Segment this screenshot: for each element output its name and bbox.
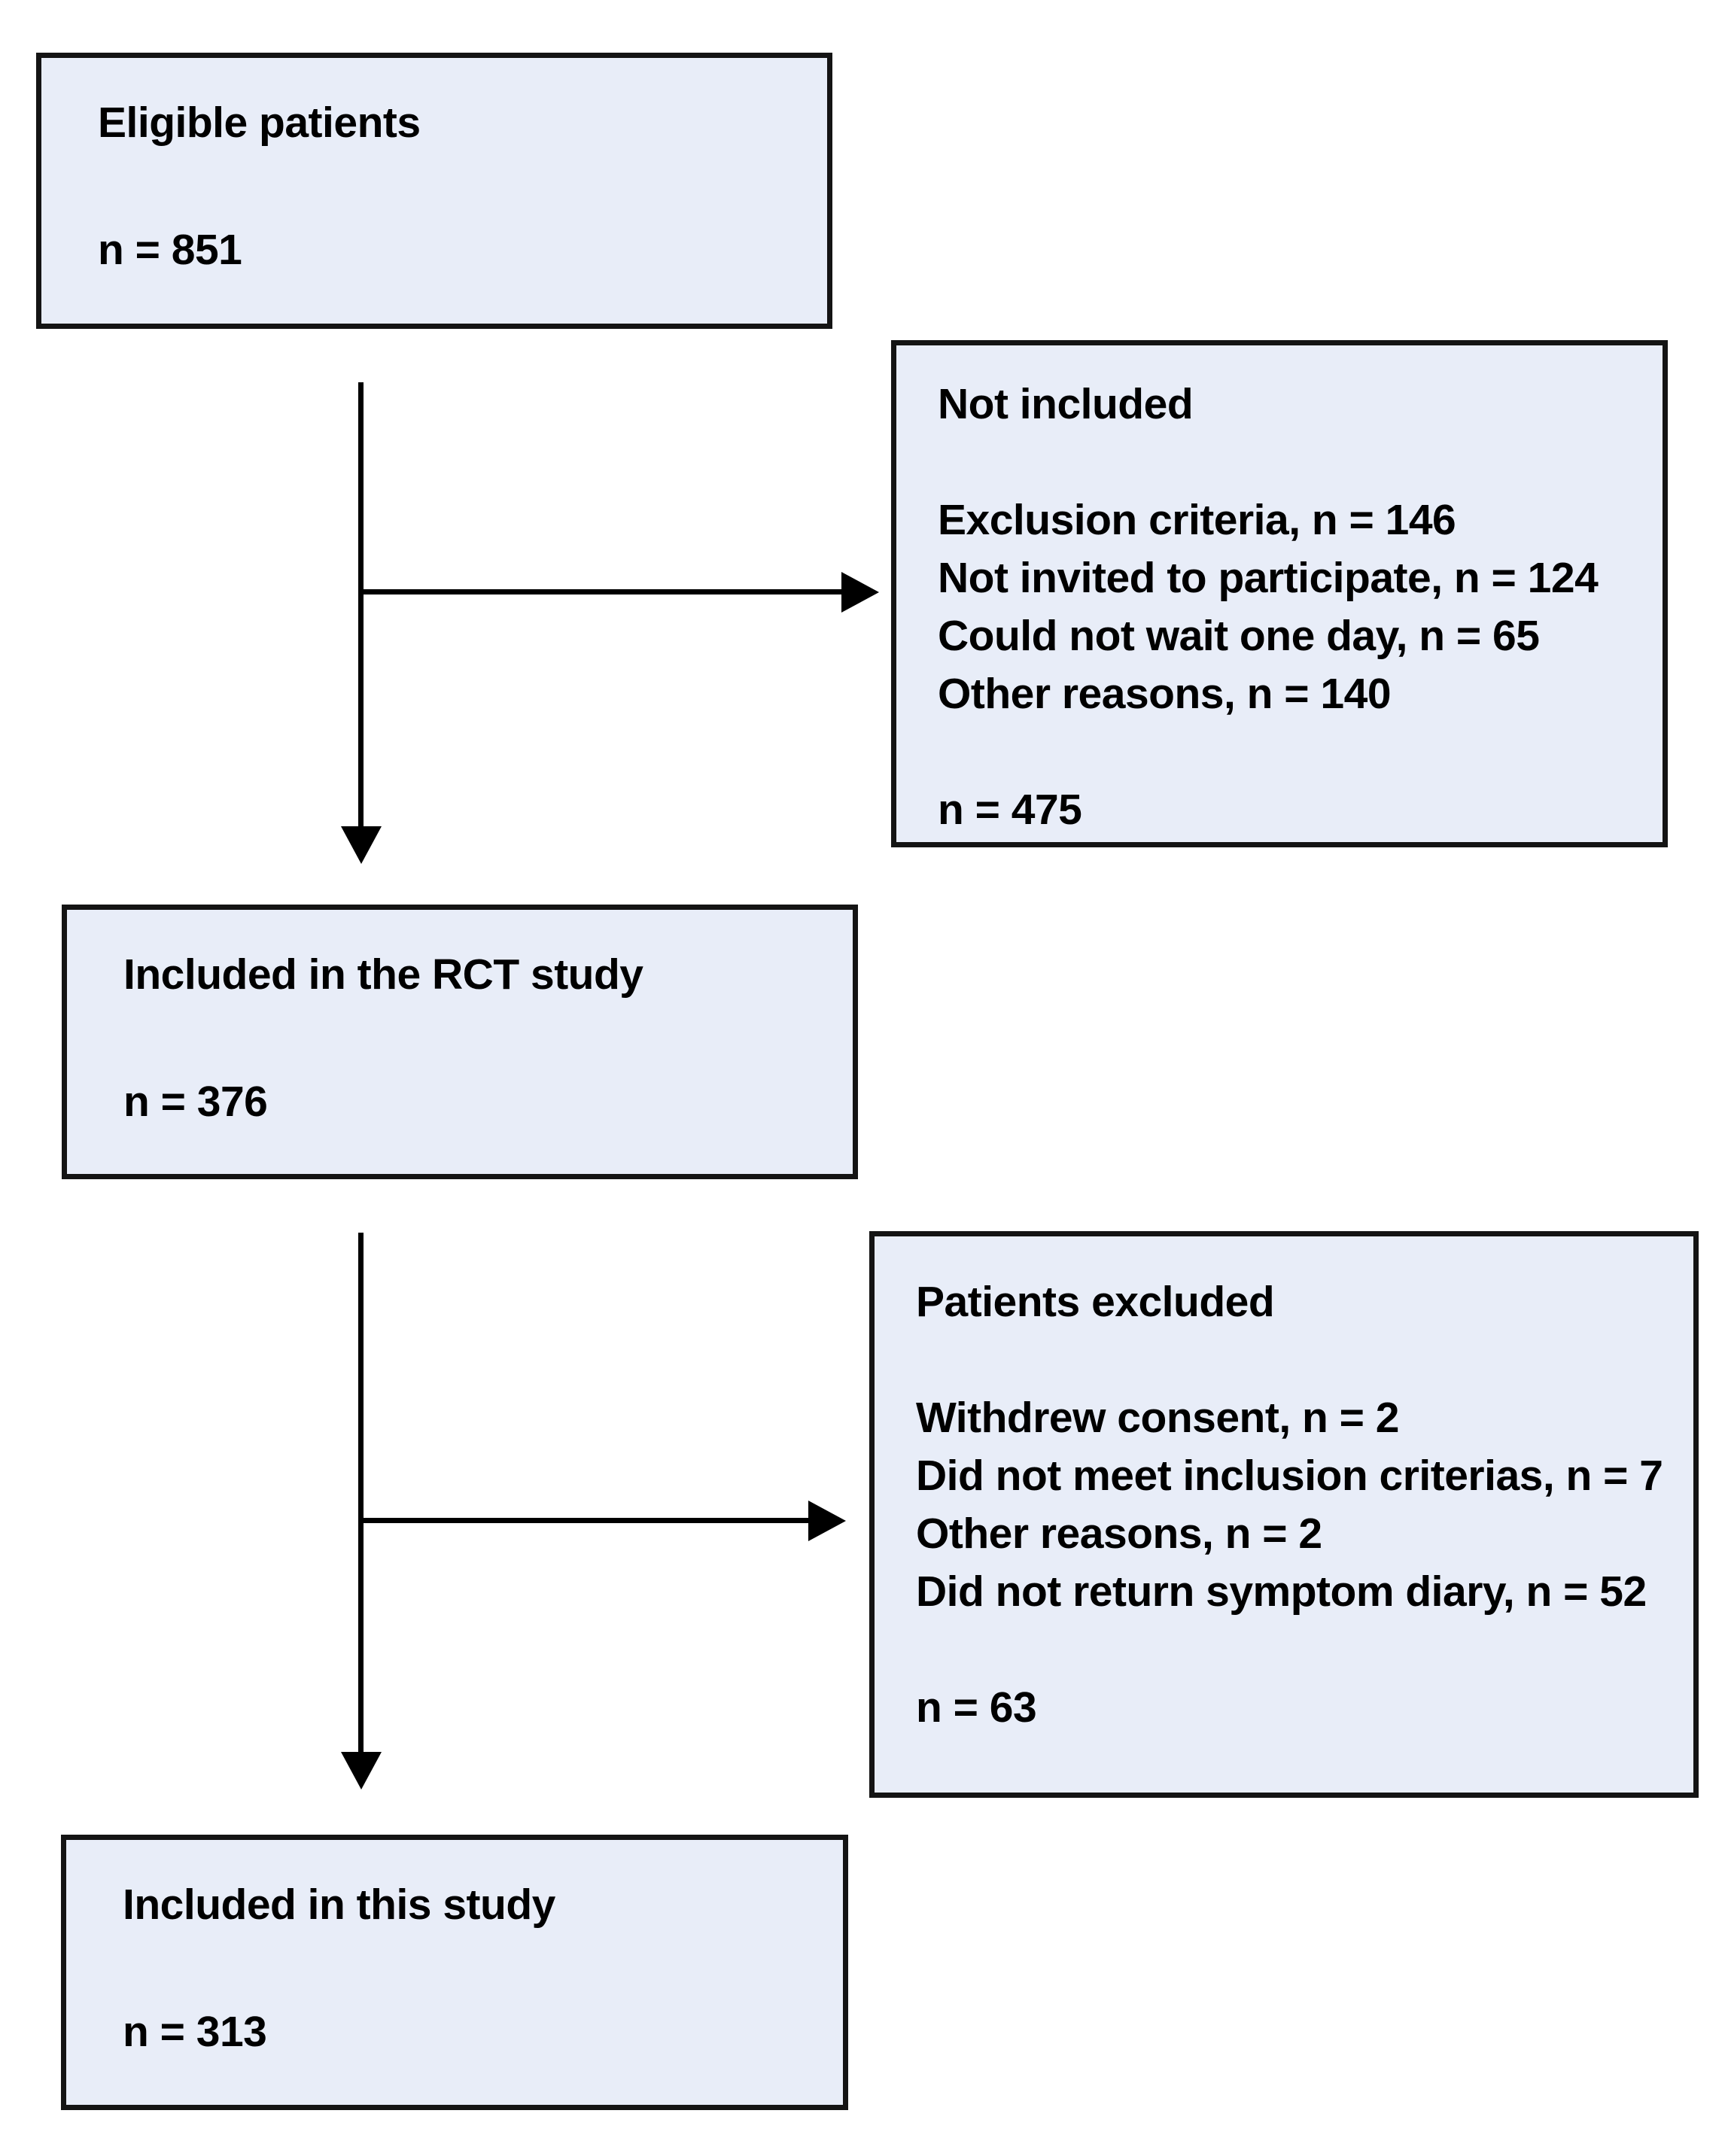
reason-item: Did not meet inclusion criterias, n = 7 (916, 1452, 1663, 1500)
flow-box-rct: Included in the RCT study n = 376 (62, 905, 858, 1179)
arrowhead-right-icon (808, 1501, 846, 1541)
spacer (123, 1004, 808, 1073)
flow-box-eligible-count: n = 851 (98, 226, 242, 274)
reason-item: Not invited to participate, n = 124 (938, 554, 1599, 602)
flow-box-excluded: Patients excluded Withdrew consent, n = … (869, 1231, 1699, 1798)
spacer (938, 433, 1632, 491)
arrowhead-down-icon (341, 826, 382, 864)
flow-box-not-included-count: n = 475 (938, 786, 1082, 834)
flow-box-excluded-count: n = 63 (916, 1683, 1037, 1732)
flow-box-eligible: Eligible patients n = 851 (36, 53, 832, 329)
spacer (938, 723, 1632, 781)
connector-eligible-to-rct (358, 382, 364, 826)
flow-box-included: Included in this study n = 313 (61, 1835, 848, 2110)
flow-box-not-included-title: Not included (938, 380, 1194, 428)
reason-item: Could not wait one day, n = 65 (938, 612, 1540, 660)
arrowhead-right-icon (841, 572, 879, 613)
reason-item: Other reasons, n = 2 (916, 1510, 1322, 1558)
spacer (98, 152, 782, 221)
arrowhead-down-icon (341, 1752, 382, 1790)
reason-item: Other reasons, n = 140 (938, 670, 1392, 718)
flow-box-included-title: Included in this study (123, 1881, 555, 1929)
reason-item: Withdrew consent, n = 2 (916, 1394, 1400, 1442)
spacer (916, 1621, 1663, 1679)
flow-box-excluded-title: Patients excluded (916, 1278, 1275, 1326)
connector-branch-to-excluded (358, 1518, 810, 1523)
spacer (916, 1331, 1663, 1389)
reason-item: Did not return symptom diary, n = 52 (916, 1568, 1647, 1616)
reason-item: Exclusion criteria, n = 146 (938, 496, 1456, 544)
flow-box-eligible-title: Eligible patients (98, 99, 421, 147)
flow-box-rct-count: n = 376 (123, 1078, 268, 1126)
spacer (123, 1934, 798, 2003)
connector-branch-to-not-included (358, 589, 843, 594)
flow-box-rct-title: Included in the RCT study (123, 950, 643, 999)
flow-box-included-count: n = 313 (123, 2008, 267, 2056)
flow-box-not-included: Not included Exclusion criteria, n = 146… (891, 340, 1668, 847)
connector-rct-to-included (358, 1233, 364, 1752)
